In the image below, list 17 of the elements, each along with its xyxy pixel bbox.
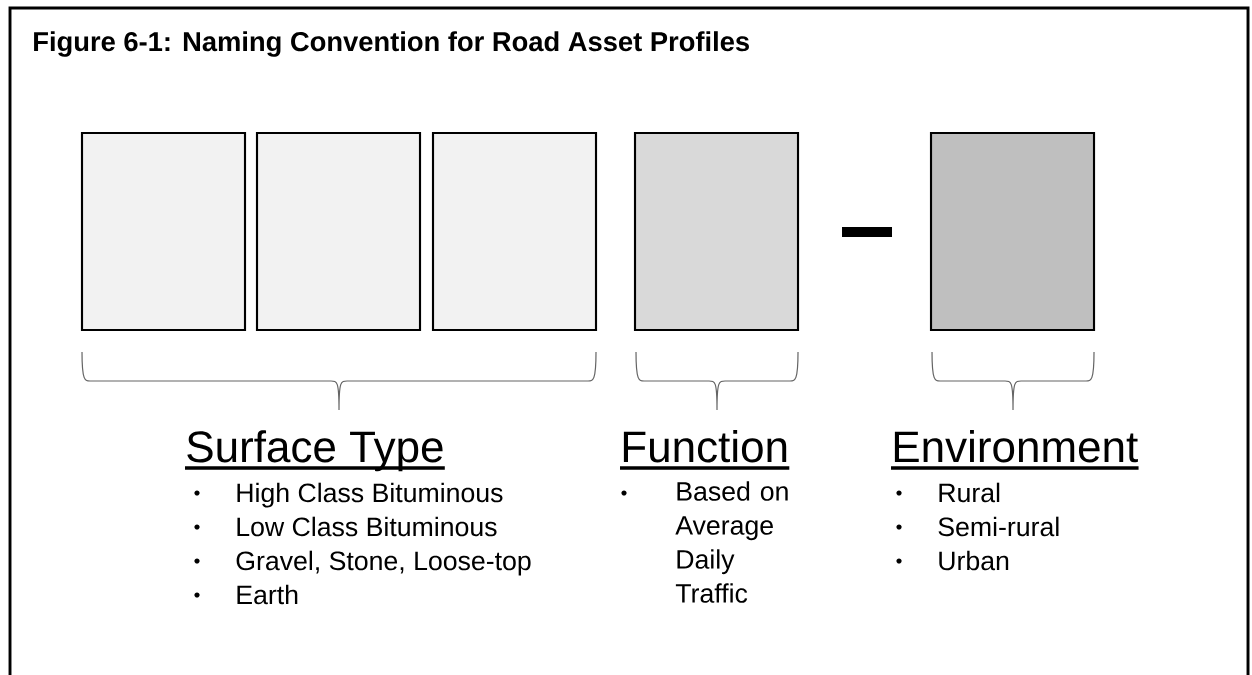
- bullet-item: Urban: [939, 550, 1009, 571]
- bullet-item: High Class Bituminous: [237, 482, 503, 508]
- empty-box: [80, 131, 247, 332]
- bullet-item: Rural: [939, 482, 1000, 503]
- heading: Function: [620, 430, 790, 470]
- empty-box: [431, 131, 598, 332]
- bullet-item: Earth: [237, 584, 298, 605]
- bullet-item: Low Class Bituminous: [237, 516, 497, 537]
- figure-title: Figure 6-1: Naming Convention for Road Asset Profiles: [34, 31, 749, 57]
- bullet-item: Gravel, Stone, Loose-top: [236, 550, 531, 576]
- heading: Surface Type: [185, 430, 445, 472]
- bullet-item: Semi-rural: [938, 516, 1059, 537]
- heading: Environment: [891, 430, 1139, 470]
- empty-box: [255, 131, 422, 332]
- empty-box: [633, 131, 800, 332]
- empty-box: [929, 131, 1096, 332]
- bullet-item: Based on Average Daily Traffic: [675, 481, 788, 603]
